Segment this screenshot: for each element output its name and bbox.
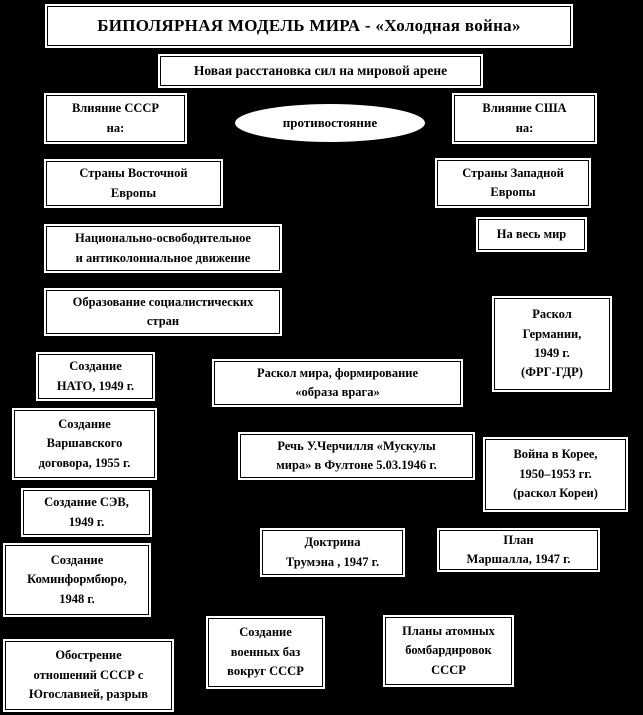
box-germany-split: Раскол Германии, 1949 г. (ФРГ-ГДР) xyxy=(494,298,610,390)
box-warsaw-pact: Создание Варшавского договора, 1955 г. xyxy=(14,410,155,478)
box-atomic-bombing-plans: Планы атомных бомбардировок СССР xyxy=(385,617,512,685)
box-yugoslavia-rift: Обострение отношений СССР с Югославией, … xyxy=(5,641,172,710)
box-whole-world: На весь мир xyxy=(478,219,585,250)
box-western-europe: Страны Западной Европы xyxy=(437,160,589,206)
box-world-split: Раскол мира, формирование «образа врага» xyxy=(214,361,461,405)
confrontation-ellipse: противостояние xyxy=(235,104,425,142)
box-churchill-speech: Речь У.Черчилля «Мускулы мира» в Фултоне… xyxy=(240,434,473,478)
box-military-bases: Создание военных баз вокруг СССР xyxy=(208,618,323,687)
box-socialist-countries: Образование социалистических стран xyxy=(46,290,280,334)
diagram-title: БИПОЛЯРНАЯ МОДЕЛЬ МИРА - «Холодная война… xyxy=(47,6,571,46)
box-ussr-influence: Влияние СССР на: xyxy=(46,95,185,142)
box-sev: Создание СЭВ, 1949 г. xyxy=(23,490,150,535)
subtitle-box: Новая расстановка сил на мировой арене xyxy=(160,56,481,86)
box-national-liberation: Национально-освободительное и антиколони… xyxy=(46,226,280,271)
box-eastern-europe: Страны Восточной Европы xyxy=(46,161,221,206)
box-korea-war: Война в Корее, 1950–1953 гг. (раскол Кор… xyxy=(485,439,626,510)
box-marshall-plan: План Маршалла, 1947 г. xyxy=(439,530,598,570)
box-nato: Создание НАТО, 1949 г. xyxy=(38,354,153,399)
box-truman-doctrine: Доктрина Трумэна , 1947 г. xyxy=(262,530,403,575)
box-usa-influence: Влияние США на: xyxy=(454,95,595,142)
box-cominform: Создание Коминформбюро, 1948 г. xyxy=(5,545,149,615)
